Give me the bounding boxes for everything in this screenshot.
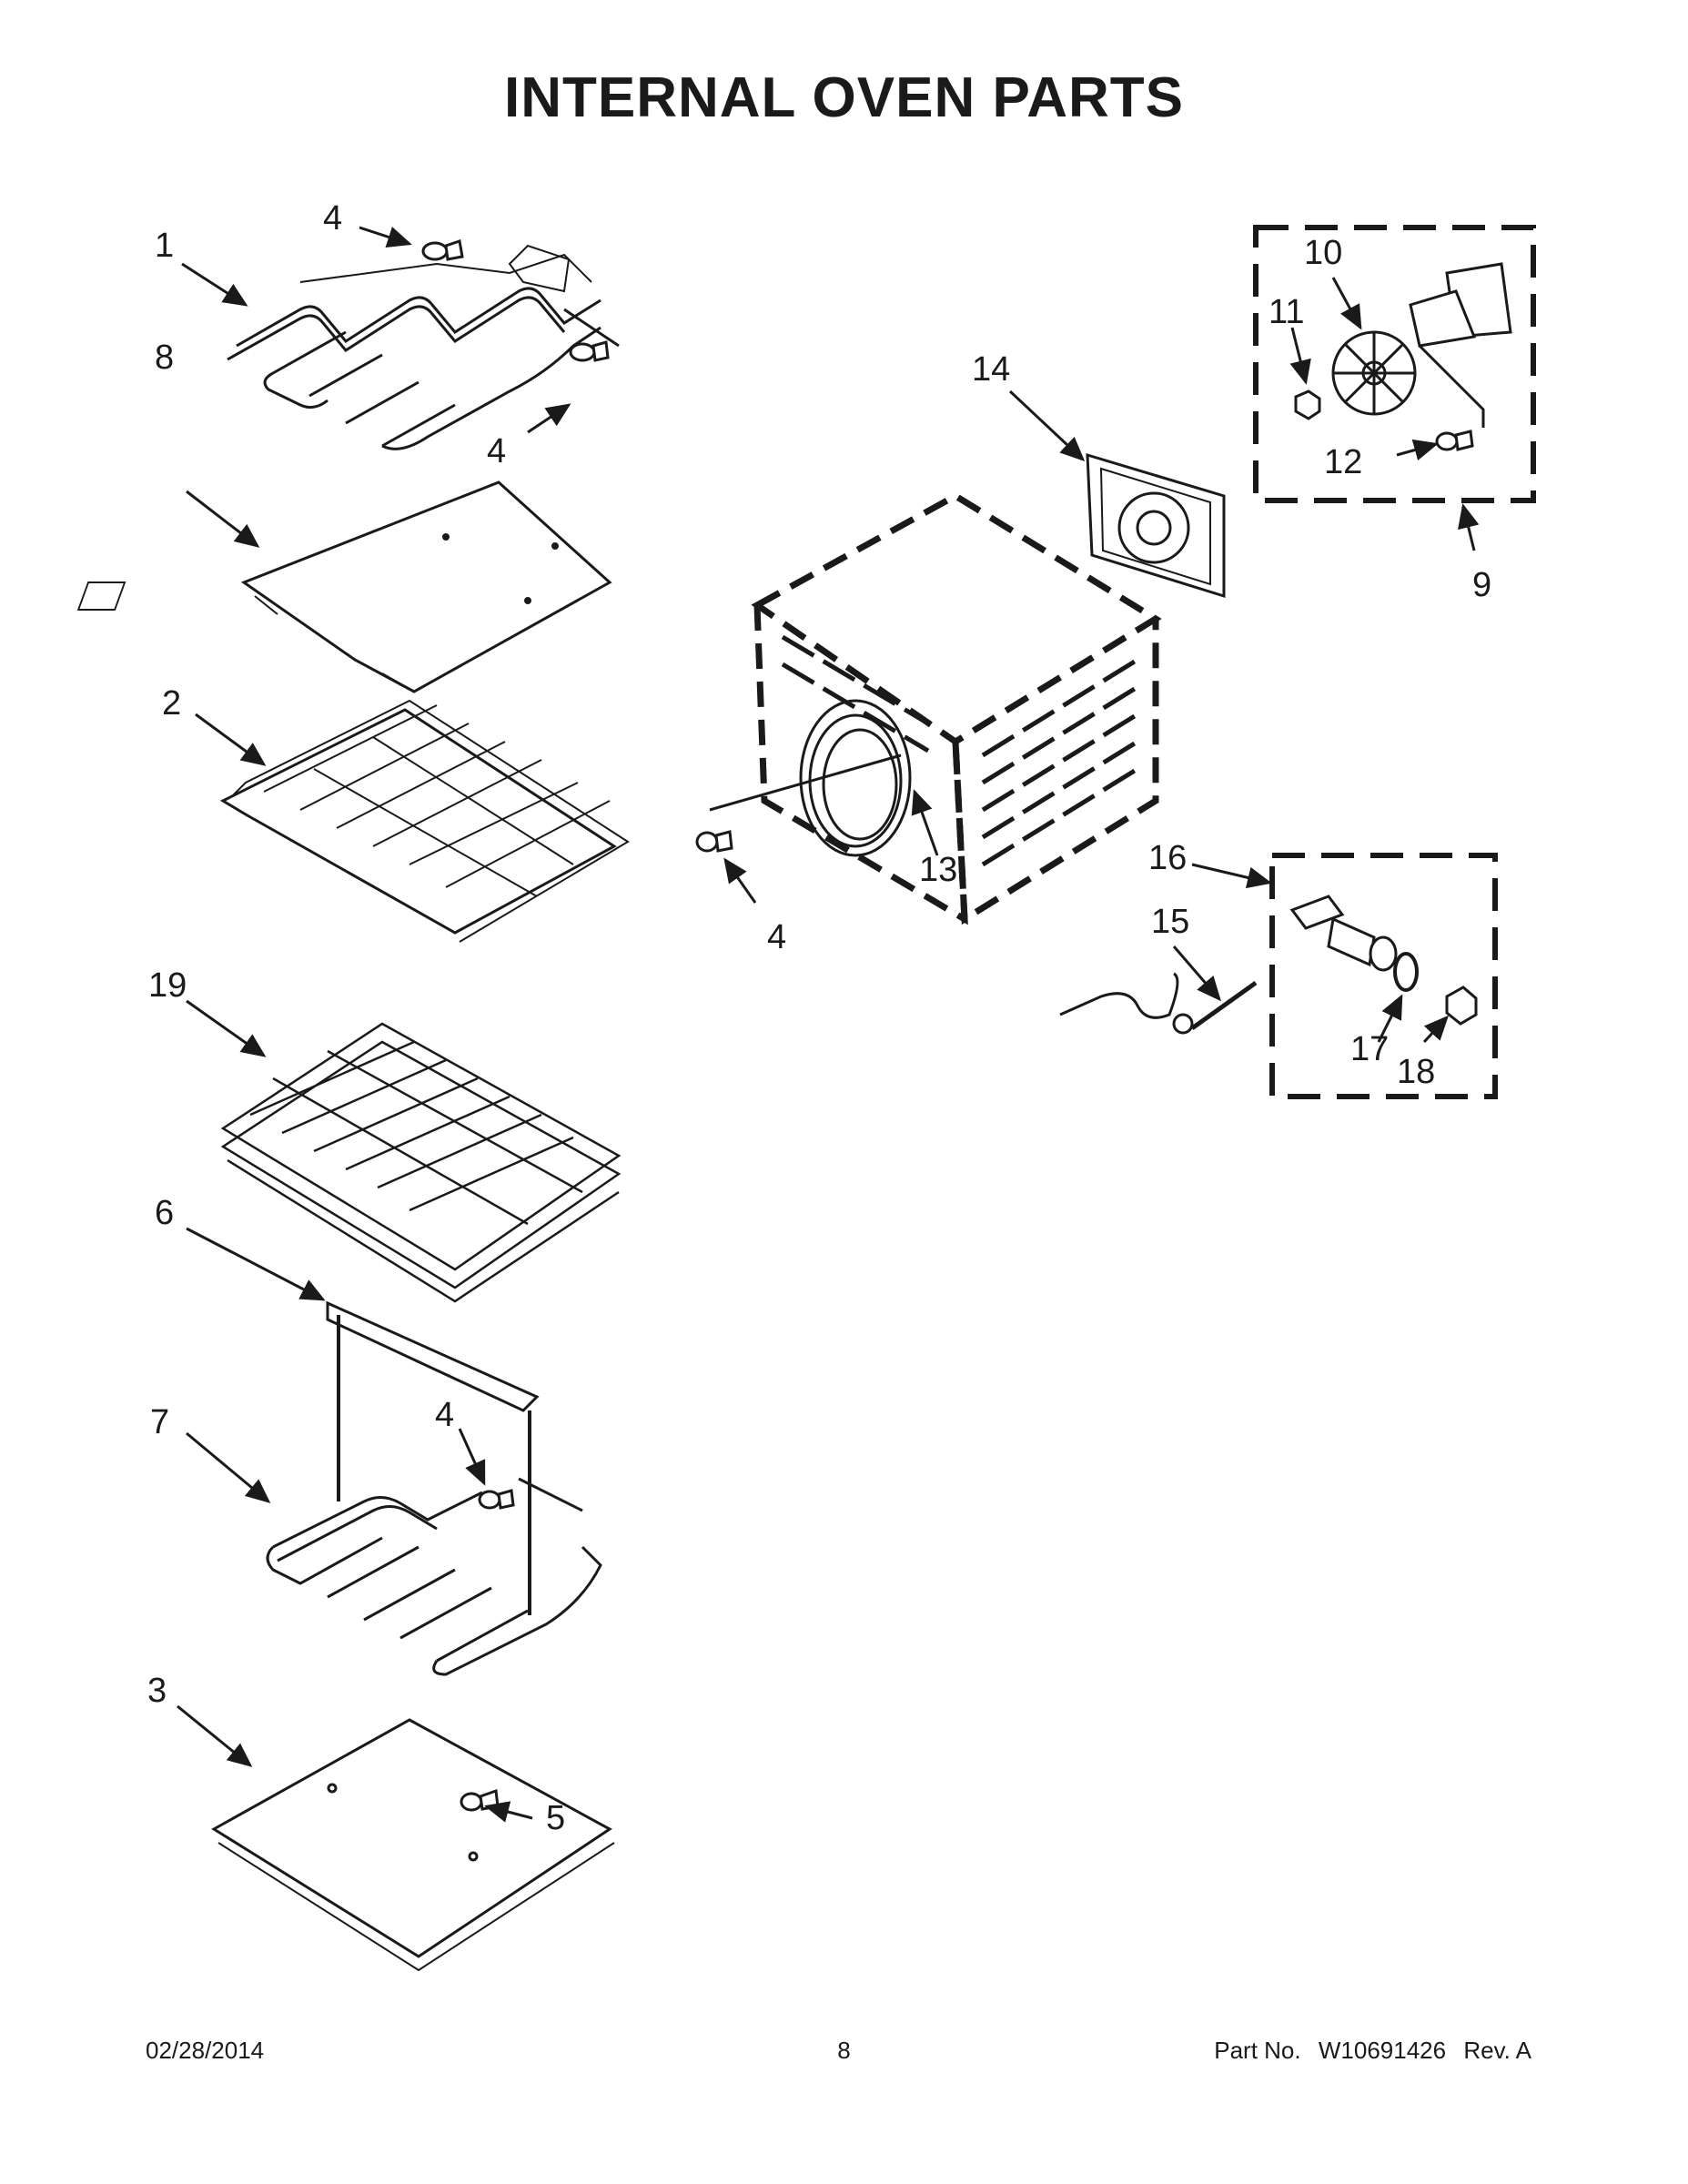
fan-blade — [1331, 330, 1417, 416]
callout-18: 18 — [1397, 1053, 1435, 1091]
callout-5: 5 — [546, 1799, 565, 1837]
oven-cavity-rack-guides — [781, 634, 1139, 867]
sensor-group-border — [1269, 853, 1498, 1099]
oven-rack — [219, 699, 630, 943]
callout-16: 16 — [1148, 839, 1187, 877]
nut-icon — [1294, 389, 1321, 420]
convection-element — [709, 699, 912, 857]
footer-revision: Rev. A — [1463, 2037, 1531, 2064]
screw-icon — [1435, 430, 1474, 451]
callout-13: 13 — [919, 851, 957, 889]
callout-1: 1 — [155, 227, 174, 265]
callout-2: 2 — [162, 684, 181, 723]
oven-bottom-panel — [76, 480, 612, 693]
oven-cavity — [751, 491, 1162, 925]
temperature-probe — [1059, 972, 1258, 1035]
screw-icon — [695, 830, 733, 853]
callout-6: 6 — [155, 1194, 174, 1232]
footer-part-label: Part No. — [1214, 2037, 1301, 2064]
callout-14: 14 — [972, 350, 1010, 389]
page-title: INTERNAL OVEN PARTS — [504, 66, 1184, 129]
callout-4a: 4 — [323, 199, 342, 238]
lock-washer-icon — [1393, 952, 1419, 992]
callout-4d: 4 — [767, 918, 786, 956]
callout-17: 17 — [1350, 1030, 1389, 1068]
callout-12: 12 — [1324, 443, 1362, 481]
footer-part-info: Part No. W10691426 Rev. A — [1203, 2037, 1531, 2065]
callout-arrows — [177, 226, 1480, 1823]
callout-11: 11 — [1269, 293, 1304, 331]
callout-4b: 4 — [487, 432, 506, 470]
callout-3: 3 — [147, 1672, 167, 1710]
callout-4c: 4 — [435, 1396, 454, 1434]
footer-date: 02/28/2014 — [146, 2037, 265, 2064]
broil-element — [227, 244, 620, 450]
callout-9: 9 — [1472, 566, 1491, 604]
fan-cover — [1086, 452, 1226, 599]
sensor-probe — [1289, 895, 1398, 972]
callout-19: 19 — [148, 966, 187, 1005]
screw-icon — [569, 340, 610, 362]
screw-icon — [421, 239, 464, 261]
footer-page-number: 8 — [837, 2037, 851, 2064]
callout-8: 8 — [155, 339, 174, 377]
nut-icon — [1445, 986, 1478, 1026]
callout-labels: 1 4 4 8 2 19 6 7 4 3 5 14 10 11 12 9 13 … — [147, 199, 1491, 1837]
footer-part-number: W10691426 — [1318, 2037, 1447, 2064]
bottom-cover — [211, 1718, 615, 1972]
callout-7: 7 — [150, 1403, 169, 1441]
callout-10: 10 — [1304, 234, 1342, 272]
fan-motor — [1409, 262, 1512, 428]
callout-15: 15 — [1151, 903, 1189, 941]
bake-element — [266, 1300, 602, 1676]
slide-out-rack — [220, 1022, 622, 1303]
fan-motor-group-border — [1253, 225, 1536, 503]
screw-icon — [478, 1489, 515, 1510]
